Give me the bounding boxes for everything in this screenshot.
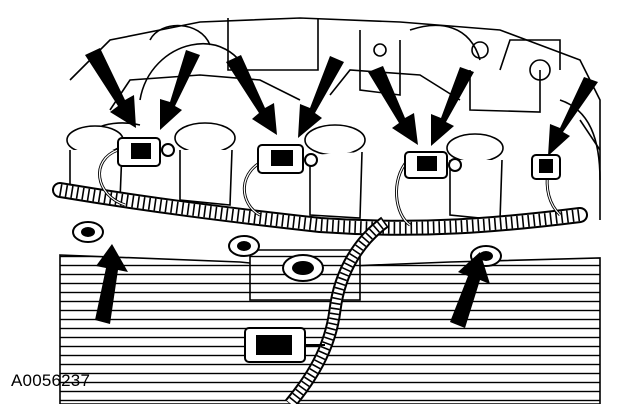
wiring-harness-main: [52, 182, 588, 236]
injector-connector-2: [257, 144, 318, 174]
injector-bosses: [66, 122, 504, 221]
injector-1-left-arrow: [85, 48, 136, 128]
harness-retainer-left: [72, 221, 104, 243]
injector-connector-3: [404, 151, 462, 179]
harness-retainer-center: [228, 235, 260, 257]
injector-2-right-arrow: [298, 56, 344, 138]
figure-id-label: A0056237: [11, 371, 91, 390]
branch-connector: [244, 327, 325, 363]
injector-connector-1: [117, 137, 175, 167]
injector-2-left-arrow: [226, 55, 277, 135]
wiring-harness-branch: [285, 216, 389, 404]
injector-connector-4: [531, 154, 561, 180]
injector-3-right-arrow: [431, 67, 474, 146]
retainer-right-arrow: [450, 252, 490, 328]
injector-3-left-arrow: [368, 66, 418, 145]
callout-arrows: [85, 48, 598, 328]
injector-4-arrow: [548, 77, 598, 156]
injector-1-right-arrow: [160, 50, 200, 130]
retainer-left-arrow: [95, 244, 128, 324]
figure-id-rule: [120, 382, 161, 384]
